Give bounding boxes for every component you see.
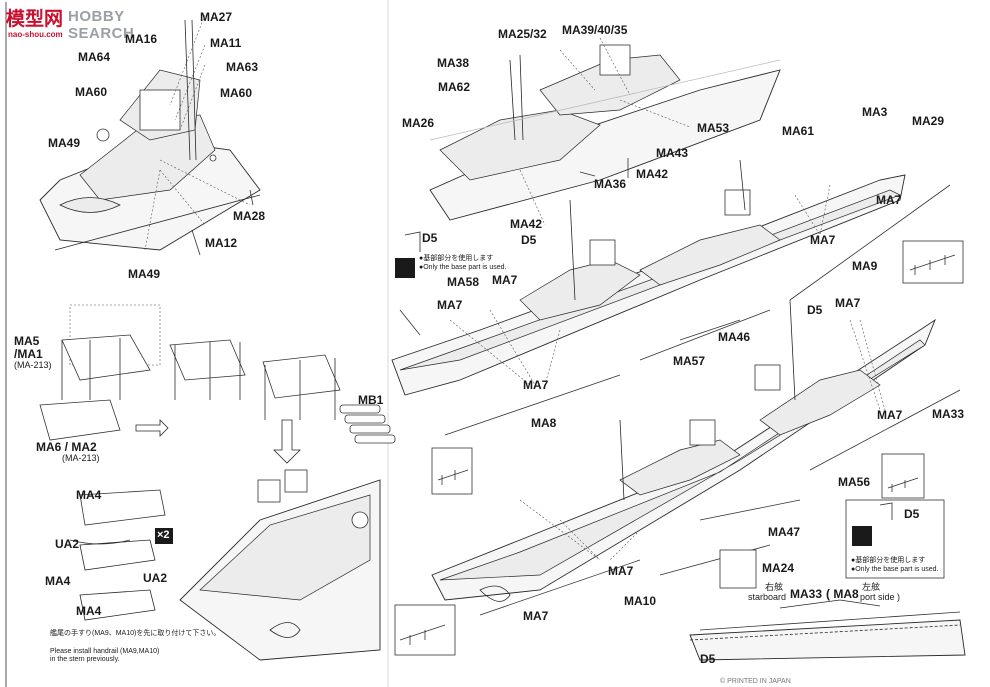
label-ma4-b: MA4 — [45, 574, 71, 588]
starboard-en: starboard — [748, 592, 787, 602]
label-ma3: MA3 — [862, 105, 888, 119]
port-jp: 左舷 — [862, 582, 881, 592]
label-ma57: MA57 — [673, 354, 706, 368]
port-en: port side ) — [860, 592, 901, 602]
label-ma4-a: MA4 — [76, 488, 102, 502]
label-ma7-lr-c: MA7 — [608, 564, 634, 578]
site-url: nao-shou.com — [8, 30, 63, 39]
label-ma60-a: MA60 — [75, 85, 108, 99]
stern-note-en-1: Please install handrail (MA9,MA10) — [50, 648, 160, 655]
label-ma36: MA36 — [594, 177, 627, 191]
x2-label: ×2 — [157, 529, 170, 541]
starboard-jp: 右舷 — [765, 582, 784, 592]
ma24-part — [719, 549, 757, 589]
brand-word: HOBBY SEARCH — [68, 8, 135, 42]
label-ma49-a: MA49 — [48, 136, 81, 150]
label-ma7-mc-a: MA7 — [492, 273, 518, 287]
label-ma16: MA16 — [125, 32, 158, 46]
label-ma7-lr-b: MA7 — [877, 408, 903, 422]
footer-print: © PRINTED IN JAPAN — [720, 678, 791, 685]
d5-icon-1 — [395, 258, 415, 278]
label-ma42-a: MA42 — [636, 167, 669, 181]
label-ma6-ma2: MA6 / MA2 — [36, 440, 97, 454]
label-ma39-40-35: MA39/40/35 — [562, 23, 628, 37]
superstructure-detail-drawing — [429, 37, 781, 226]
label-ma49-b: MA49 — [128, 267, 161, 281]
label-ma62: MA62 — [438, 80, 471, 94]
label-d5-box: D5 — [904, 507, 920, 521]
label-d5-c: D5 — [807, 303, 823, 317]
label-ma53: MA53 — [697, 121, 730, 135]
label-ma7-lr-a: MA7 — [835, 296, 861, 310]
label-ma58: MA58 — [447, 275, 480, 289]
x2-badge — [155, 528, 173, 544]
label-ma7-tr-b: MA7 — [810, 233, 836, 247]
stern-note-en-2: in the stern previously. — [50, 656, 120, 663]
label-ma213-a: (MA-213) — [14, 360, 52, 370]
base-note-jp-1: ●基部部分を使用します — [419, 255, 494, 262]
label-mb1: MB1 — [358, 393, 384, 407]
label-ua2-a: UA2 — [55, 537, 80, 551]
base-note-en-1: ●Only the base part is used. — [419, 264, 507, 271]
label-ma11: MA11 — [210, 36, 242, 50]
logo-text: 模型网 — [6, 8, 64, 30]
label-ma10: MA10 — [624, 594, 657, 608]
label-ma47: MA47 — [768, 525, 801, 539]
label-ma33-b: MA33 — [790, 587, 823, 601]
label-ma64: MA64 — [78, 50, 111, 64]
base-note-jp-2: ●基部部分を使用します — [851, 557, 926, 564]
label-ma7-mc-c: MA7 — [523, 378, 549, 392]
label-ma7-mc-b: MA7 — [437, 298, 463, 312]
label-ma46: MA46 — [718, 330, 751, 344]
label-ma28: MA28 — [233, 209, 266, 223]
destroyer-main-drawing-1 — [391, 159, 951, 436]
bridge-closeup-drawing — [39, 14, 261, 256]
label-d5-b: D5 — [521, 233, 537, 247]
handrail-callout-box-1 — [902, 240, 964, 284]
label-ma29: MA29 — [912, 114, 945, 128]
label-ma24: MA24 — [762, 561, 795, 575]
label-ma7-tr-a: MA7 — [876, 193, 902, 207]
label-ma5: MA5 — [14, 334, 40, 348]
label-d5-a: D5 — [422, 231, 438, 245]
label-ma33-a: MA33 — [932, 407, 965, 421]
handrail-callout-box-4 — [394, 604, 456, 656]
label-ma42-b: MA42 — [510, 217, 543, 231]
label-ma27: MA27 — [200, 10, 233, 24]
handrail-callout-box-3 — [881, 453, 925, 499]
watermark-logo: 模型网 HOBBY SEARCH nao-shou.com — [6, 4, 176, 42]
label-ma43: MA43 — [656, 146, 689, 160]
label-ma8: MA8 — [531, 416, 557, 430]
label-ma1: /MA1 — [14, 347, 43, 361]
label-ma9: MA9 — [852, 259, 878, 273]
side-profile-drawing — [689, 599, 966, 661]
label-ma8-side: ( MA8 — [826, 587, 859, 601]
label-ua2-b: UA2 — [143, 571, 168, 585]
label-ma38: MA38 — [437, 56, 470, 70]
label-d5-bottom: D5 — [700, 652, 716, 666]
label-ma4-c: MA4 — [76, 604, 102, 618]
label-ma12: MA12 — [205, 236, 238, 250]
label-ma25-32: MA25/32 — [498, 27, 547, 41]
d5-icon-2 — [852, 526, 872, 546]
stern-note-jp: 艦尾の手すり(MA9、MA10)を先に取り付けて下さい。 — [50, 630, 221, 637]
label-ma60-b: MA60 — [220, 86, 253, 100]
bow-deck-drawing — [69, 469, 381, 661]
base-note-en-2: ●Only the base part is used. — [851, 566, 939, 573]
label-ma26: MA26 — [402, 116, 435, 130]
boat-rack-assembly-drawing — [39, 304, 396, 464]
label-ma7-lr-d: MA7 — [523, 609, 549, 623]
destroyer-main-drawing-2 — [431, 299, 961, 616]
label-ma63: MA63 — [226, 60, 259, 74]
label-ma213-b: (MA-213) — [62, 453, 100, 463]
label-ma61: MA61 — [782, 124, 815, 138]
label-ma56: MA56 — [838, 475, 871, 489]
